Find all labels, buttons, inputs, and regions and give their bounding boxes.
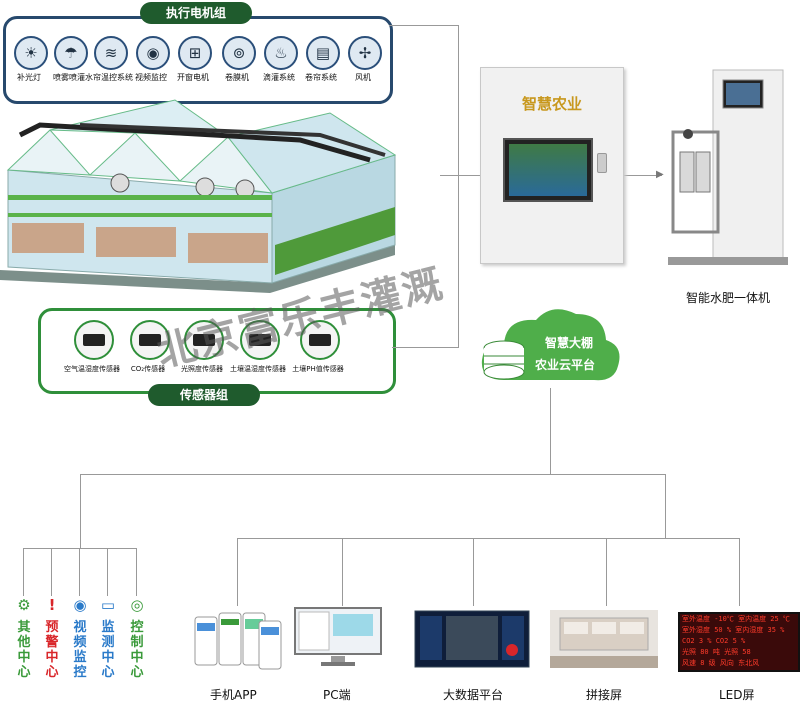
- water-curtain-icon: ≋: [94, 36, 128, 70]
- control-cabinet: 智慧农业: [480, 67, 624, 264]
- sensor-icon: [240, 320, 280, 360]
- center-label[interactable]: 监测中心: [101, 620, 115, 680]
- sensor-label: 光照度传感器: [181, 365, 223, 373]
- connector: [23, 548, 24, 596]
- cloud-line1: 智慧大棚: [545, 336, 594, 350]
- alert-icon[interactable]: !: [48, 596, 56, 614]
- cloud-line2: 农业云平台: [535, 358, 596, 372]
- greenhouse-illustration: [0, 99, 397, 293]
- actuator-label: 开窗电机: [177, 73, 209, 82]
- connector: [392, 347, 459, 348]
- sensor-label: 土壤PH值传感器: [292, 365, 344, 373]
- connector: [550, 388, 551, 474]
- actuator-label: 滴灌系统: [263, 73, 295, 82]
- connector: [473, 538, 474, 606]
- sensor-group-title: 传感器组: [148, 384, 260, 406]
- center-label[interactable]: 其他中心: [17, 620, 31, 680]
- drip-icon: ♨: [264, 36, 298, 70]
- connector: [136, 548, 137, 596]
- shade-icon: ▤: [306, 36, 340, 70]
- terminal-label[interactable]: 大数据平台: [443, 688, 504, 702]
- connector: [389, 25, 459, 26]
- camera-icon[interactable]: ◉: [73, 596, 87, 614]
- led-screen: 室外温度 -10℃ 室内温度 25 ℃ 室外湿度 50 % 室内湿度 35 % CO…: [678, 612, 800, 672]
- connector: [237, 538, 739, 539]
- connector: [23, 548, 137, 549]
- sensor-icon: [130, 320, 170, 360]
- connector: [440, 175, 480, 176]
- spray-icon: ☂: [54, 36, 88, 70]
- connector: [622, 175, 662, 176]
- led-row: 室外湿度 50 % 室内湿度 35 %: [682, 626, 785, 634]
- led-row: CO2 3 % CO2 5 %: [682, 637, 746, 645]
- actuator-label: 风机: [355, 73, 371, 82]
- film-roller-icon: ⊚: [222, 36, 256, 70]
- monitor-icon[interactable]: ▭: [100, 596, 116, 614]
- terminal-label[interactable]: PC端: [323, 688, 351, 702]
- connector: [79, 548, 80, 596]
- connector: [80, 474, 81, 548]
- led-row: 室外温度 -10℃ 室内温度 25 ℃: [682, 615, 790, 623]
- cloud-icon: [481, 309, 620, 381]
- fan-icon: ✢: [348, 36, 382, 70]
- led-row: 风速 8 级 风向 东北风: [682, 659, 760, 667]
- sensor-label: 空气温湿度传感器: [64, 365, 120, 373]
- center-label[interactable]: 视频监控: [73, 620, 87, 680]
- cabinet-screen: [503, 138, 593, 202]
- window-motor-icon: ⊞: [178, 36, 212, 70]
- sensor-icon: [300, 320, 340, 360]
- actuator-label: 视频监控: [135, 73, 167, 82]
- splice-screen-image: [550, 610, 658, 668]
- control-icon[interactable]: ◎: [130, 596, 144, 614]
- sensor-label: CO₂传感器: [130, 365, 166, 373]
- actuator-label: 水帘温控系统: [85, 73, 133, 82]
- connector: [342, 538, 343, 606]
- terminal-label[interactable]: 手机APP: [210, 688, 257, 702]
- fertigation-machine: [668, 69, 788, 265]
- connector: [107, 548, 108, 596]
- connector: [237, 538, 238, 606]
- sensor-icon: [74, 320, 114, 360]
- led-row: 光照 80 吨 光照 58: [682, 648, 751, 656]
- connector: [606, 538, 607, 606]
- center-label[interactable]: 控制中心: [130, 620, 144, 680]
- actuator-label: 补光灯: [17, 73, 41, 82]
- connector: [458, 25, 459, 348]
- cabinet-title: 智慧农业: [521, 95, 582, 113]
- phone-app-image: [194, 612, 282, 670]
- connector: [739, 538, 740, 606]
- terminal-label[interactable]: LED屏: [719, 688, 755, 702]
- center-label[interactable]: 预警中心: [45, 620, 59, 680]
- fertigation-label: 智能水肥一体机: [686, 291, 771, 305]
- pc-image: [294, 607, 382, 666]
- camera-icon: ◉: [136, 36, 170, 70]
- terminal-label[interactable]: 拼接屏: [586, 688, 623, 702]
- actuator-label: 卷帘系统: [305, 73, 337, 82]
- sensor-label: 土壤温湿度传感器: [230, 365, 286, 373]
- connector: [665, 474, 666, 538]
- actuator-label: 卷膜机: [225, 73, 249, 82]
- sensor-icon: [184, 320, 224, 360]
- connector: [51, 548, 52, 596]
- connector: [80, 474, 666, 475]
- actuator-label: 喷雾喷灌: [53, 73, 85, 82]
- cabinet-handle: [597, 153, 607, 173]
- actuator-group-title: 执行电机组: [140, 2, 252, 24]
- arrow-icon: ▶: [656, 169, 664, 180]
- gear-icon[interactable]: ⚙: [17, 596, 31, 614]
- grow-light-icon: ☀: [14, 36, 48, 70]
- big-data-image: [414, 610, 530, 668]
